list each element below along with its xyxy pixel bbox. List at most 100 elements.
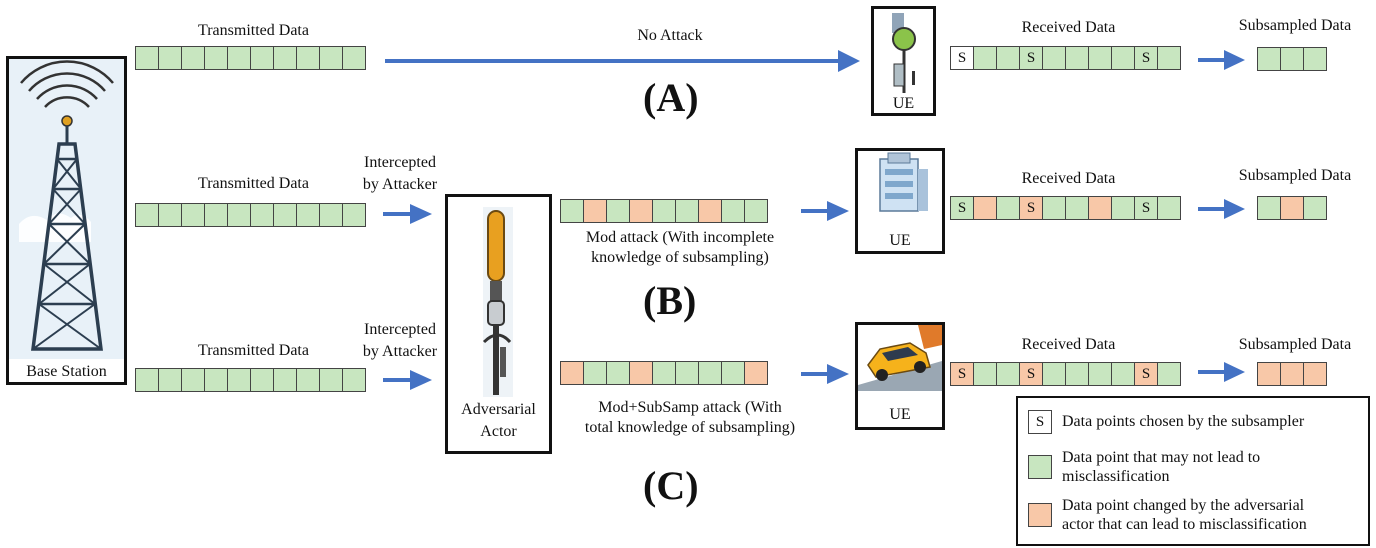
data-cell [181, 368, 205, 392]
row-c-intercept-line1: Intercepted [364, 321, 436, 338]
subsampler-cell: S [950, 362, 974, 386]
adversary-box: Adversarial Actor [445, 194, 552, 454]
data-cell [135, 368, 159, 392]
data-cell [1111, 196, 1135, 220]
row-b-attack-line2: knowledge of subsampling) [591, 249, 769, 266]
data-cell [652, 361, 676, 385]
row-b-transmitted-strip [135, 203, 366, 227]
modified-cell [973, 196, 997, 220]
legend-swatch-green [1028, 455, 1052, 480]
data-cell [273, 46, 297, 70]
data-cell [721, 361, 745, 385]
modified-cell [560, 361, 584, 385]
arrow-no-attack [385, 50, 860, 72]
legend: S Data points chosen by the subsampler D… [1016, 396, 1370, 546]
arrow-b-received-to-subsampled [1198, 199, 1245, 219]
data-cell [296, 46, 320, 70]
arrow-b-to-ue [801, 201, 849, 221]
data-cell [250, 46, 274, 70]
row-b-transmitted-label: Transmitted Data [198, 175, 309, 192]
modified-cell [698, 199, 722, 223]
row-a-subsampled-strip [1257, 47, 1327, 71]
data-cell [1065, 46, 1089, 70]
legend-orange-text: Data point changed by the adversarial ac… [1062, 496, 1307, 534]
ue-c-box: UE [855, 322, 945, 430]
subsampler-cell: S [950, 196, 974, 220]
row-a-transmitted-label: Transmitted Data [198, 22, 309, 39]
data-cell [227, 368, 251, 392]
legend-orange-line2: actor that can lead to misclassification [1062, 516, 1307, 534]
data-cell [1303, 196, 1327, 220]
ue-c-label: UE [889, 406, 911, 423]
modified-cell [583, 199, 607, 223]
data-cell [158, 46, 182, 70]
data-cell [1257, 196, 1281, 220]
modified-cell [629, 199, 653, 223]
data-cell [698, 361, 722, 385]
legend-green-line1: Data point that may not lead to [1062, 449, 1261, 466]
data-cell [996, 196, 1020, 220]
row-b-received-label: Received Data [1021, 170, 1116, 187]
data-cell [744, 199, 768, 223]
modified-cell [1280, 362, 1304, 386]
data-cell [560, 199, 584, 223]
row-c-transmitted-label: Transmitted Data [198, 342, 309, 359]
modified-cell [1257, 362, 1281, 386]
data-cell [227, 203, 251, 227]
data-cell [250, 203, 274, 227]
data-cell [1303, 47, 1327, 71]
legend-swatch-subsampler: S [1028, 410, 1052, 434]
streetlight-icon [892, 13, 916, 93]
data-cell [1257, 47, 1281, 71]
subsampler-cell: S [950, 46, 974, 70]
data-cell [973, 362, 997, 386]
subsampler-cell: S [1019, 46, 1043, 70]
legend-green-text: Data point that may not lead to misclass… [1062, 448, 1260, 486]
row-b-subsampled-label: Subsampled Data [1238, 167, 1352, 184]
base-station-label: Base Station [26, 363, 107, 380]
data-cell [1280, 47, 1304, 71]
subsampler-cell: S [1134, 196, 1158, 220]
data-cell [606, 361, 630, 385]
data-cell [1157, 196, 1181, 220]
data-cell [606, 199, 630, 223]
data-cell [996, 362, 1020, 386]
ue-b-box: UE [855, 148, 945, 254]
data-cell [204, 368, 228, 392]
row-c-attack-line2: total knowledge of subsampling) [584, 419, 796, 436]
building-icon [858, 151, 942, 213]
tag-c: (C) [643, 463, 699, 508]
data-cell [204, 203, 228, 227]
modified-cell [1303, 362, 1327, 386]
row-b-subsampled-strip [1257, 196, 1327, 220]
data-cell [135, 46, 159, 70]
data-cell [227, 46, 251, 70]
ue-b-label: UE [889, 232, 911, 249]
subsampler-cell: S [1134, 46, 1158, 70]
tag-a: (A) [643, 75, 699, 120]
row-a-received-label: Received Data [1021, 19, 1116, 36]
data-cell [342, 203, 366, 227]
row-a-subsampled-label: Subsampled Data [1238, 17, 1352, 34]
data-cell [675, 199, 699, 223]
data-cell [1042, 196, 1066, 220]
row-a-received-strip: S S S [950, 46, 1181, 70]
data-cell [342, 46, 366, 70]
data-cell [652, 199, 676, 223]
subsampler-cell: S [1019, 362, 1043, 386]
row-a-transmitted-strip [135, 46, 366, 70]
modified-cell [744, 361, 768, 385]
row-c-subsampled-strip [1257, 362, 1327, 386]
tag-b: (B) [643, 278, 697, 323]
data-cell [1065, 362, 1089, 386]
legend-row-green: Data point that may not lead to misclass… [1028, 448, 1260, 486]
row-c-received-strip: S S S [950, 362, 1181, 386]
data-cell [135, 203, 159, 227]
data-cell [1111, 362, 1135, 386]
row-b-intercept-line1: Intercepted [364, 154, 436, 171]
adversary-label-line1: Adversarial [461, 401, 536, 418]
data-cell [296, 203, 320, 227]
arrow-c-intercept [383, 370, 432, 390]
data-cell [973, 46, 997, 70]
